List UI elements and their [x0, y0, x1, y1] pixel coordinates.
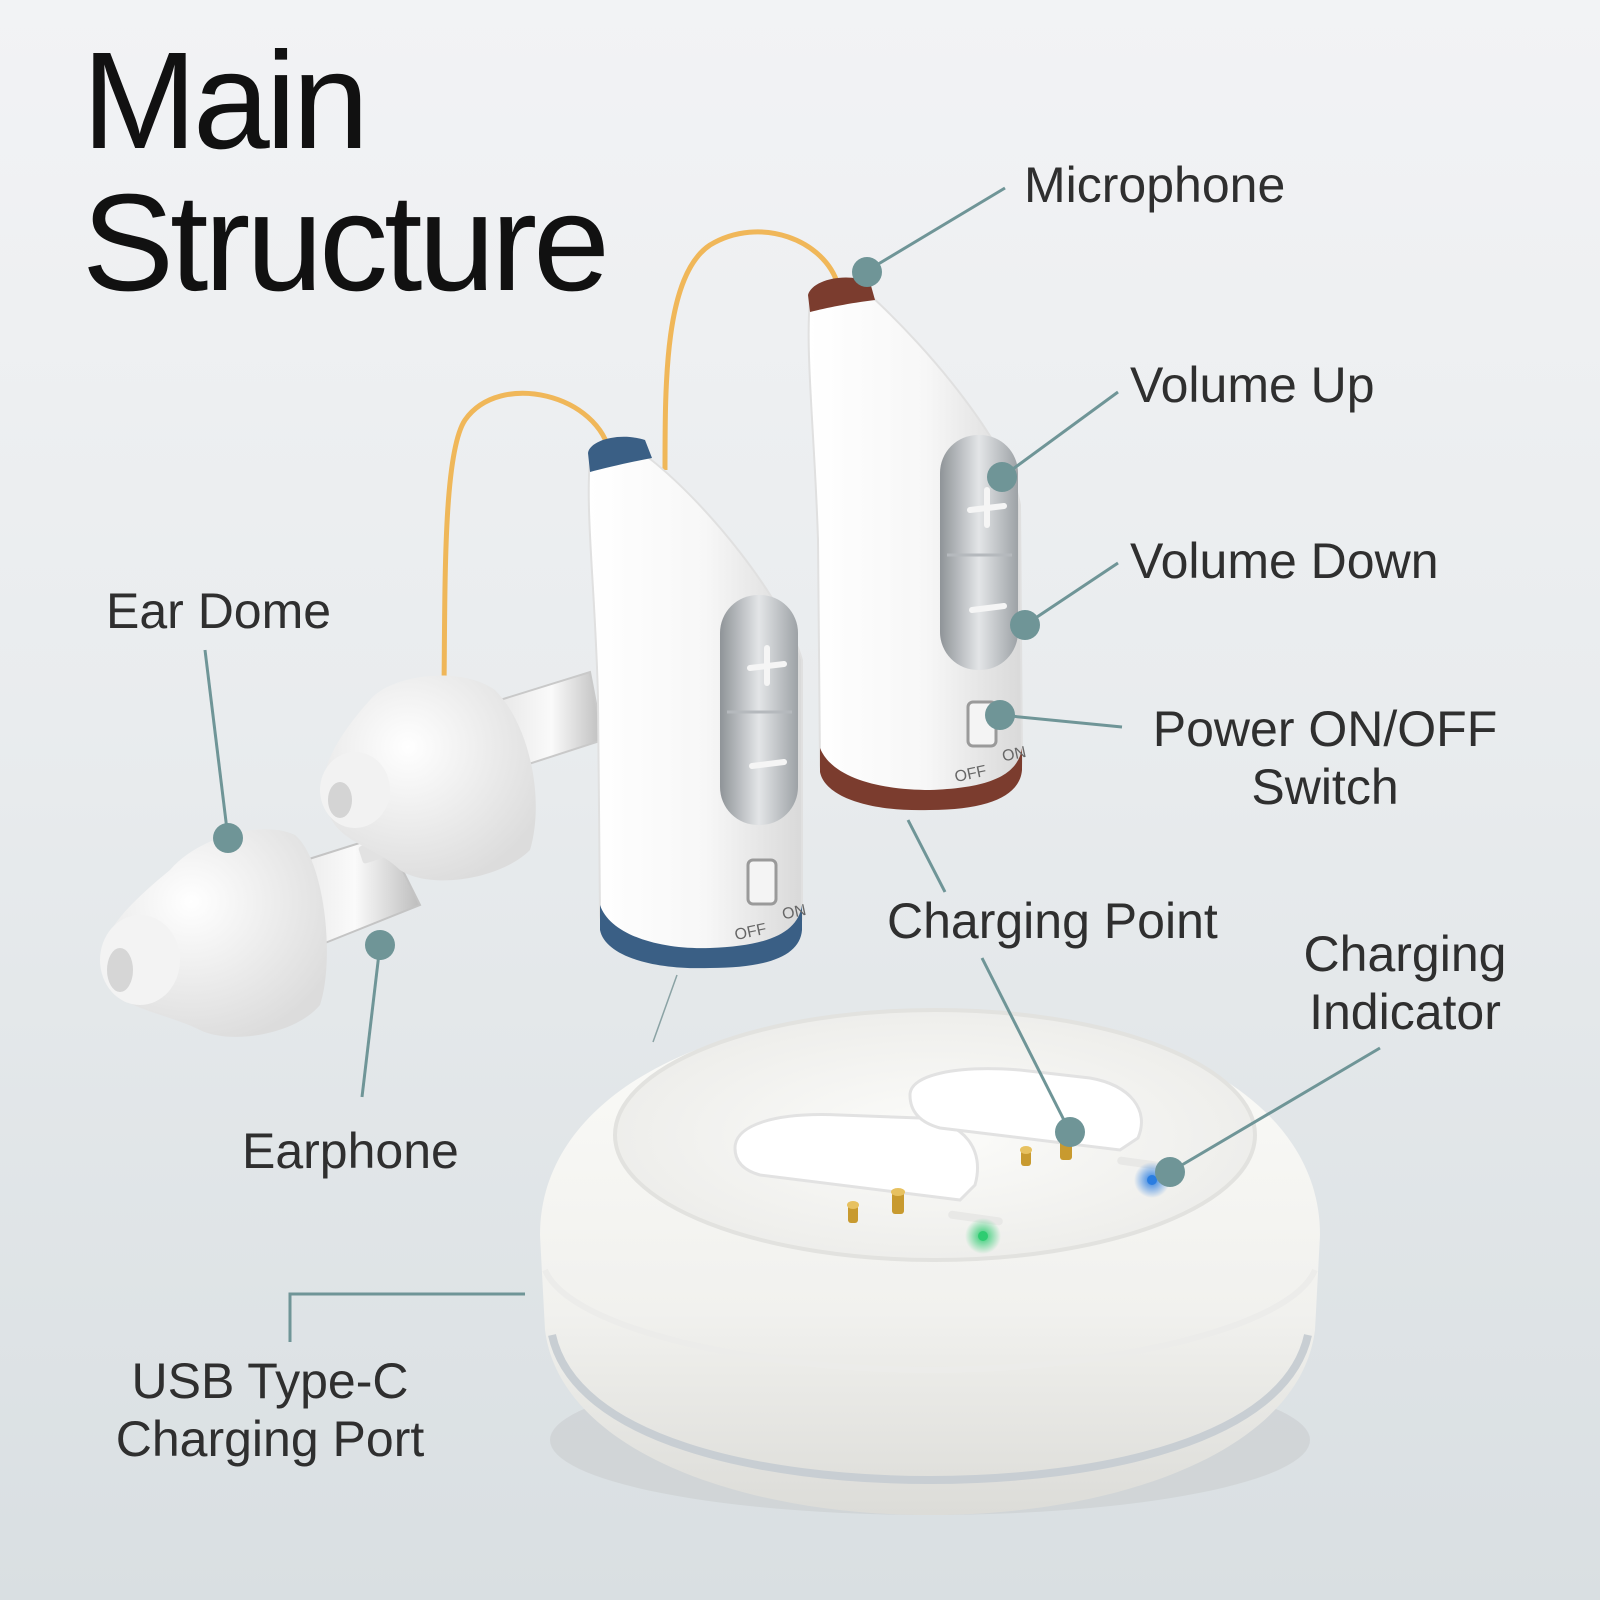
title-line-1: Main	[82, 24, 369, 178]
charging-point-leader-top	[906, 819, 947, 893]
usb-port-label-line-2: Charging Port	[115, 1411, 425, 1467]
charging-point-label: Charging Point	[887, 893, 1218, 949]
left-aid-on-mark: ON	[781, 902, 808, 924]
ear-dome-label: Ear Dome	[106, 583, 332, 639]
front-ear-dome	[100, 829, 327, 1037]
page-title: Main Structure	[82, 24, 610, 320]
left-aid-microphone-cap	[588, 436, 652, 472]
charging-indicator-label: Charging Indicator	[1280, 925, 1530, 1041]
volume-up-label: Volume Up	[1130, 357, 1375, 413]
usb-port-label-line-1: USB Type-C	[131, 1353, 409, 1409]
left-aid-power-switch	[746, 858, 778, 906]
power-switch-label: Power ON/OFF Switch	[1140, 700, 1510, 816]
usb-port-leader-line	[288, 1292, 525, 1342]
charging-indicator-leader-line	[1169, 1046, 1381, 1174]
microphone-dot	[852, 257, 882, 287]
back-ear-dome	[320, 675, 536, 881]
right-aid-off-mark: OFF	[953, 763, 988, 786]
earphone-dot	[365, 930, 395, 960]
charging-point-leader-line	[980, 957, 1072, 1133]
volume-down-leader-line	[1024, 561, 1119, 627]
right-sound-tube	[662, 229, 841, 471]
power-switch-leader-line	[999, 713, 1123, 729]
left-aid-off-mark: OFF	[733, 921, 768, 944]
charging-case	[540, 1008, 1320, 1515]
charging-indicator-label-line-2: Indicator	[1309, 984, 1501, 1040]
title-line-2: Structure	[82, 166, 610, 320]
ear-dome-dot	[213, 823, 243, 853]
earphone-leader-line	[360, 944, 382, 1098]
left-aid-volume-buttons	[720, 595, 798, 825]
volume-down-dot	[1010, 610, 1040, 640]
volume-up-dot	[987, 462, 1017, 492]
power-switch-dot	[985, 700, 1015, 730]
earphone-label: Earphone	[242, 1123, 459, 1179]
charging-point-dot	[1055, 1117, 1085, 1147]
left-hearing-aid: OFF ON	[587, 436, 808, 969]
right-aid-on-mark: ON	[1001, 744, 1028, 766]
charging-pins-left	[847, 1188, 905, 1223]
volume-down-label: Volume Down	[1130, 533, 1439, 589]
right-hearing-aid: OFF ON	[807, 277, 1028, 811]
ear-dome-leader-line	[203, 649, 230, 839]
microphone-label: Microphone	[1024, 157, 1286, 213]
volume-up-leader-line	[1001, 390, 1119, 479]
right-aid-microphone-cap	[808, 277, 875, 312]
power-switch-label-line-1: Power ON/OFF	[1152, 701, 1498, 757]
power-switch-label-line-2: Switch	[1251, 759, 1399, 815]
charging-indicator-dot	[1155, 1157, 1185, 1187]
right-aid-volume-buttons	[940, 435, 1018, 670]
microphone-leader-line	[864, 186, 1006, 274]
charging-indicator-label-line-1: Charging	[1303, 926, 1507, 982]
usb-port-label: USB Type-C Charging Port	[100, 1352, 440, 1468]
